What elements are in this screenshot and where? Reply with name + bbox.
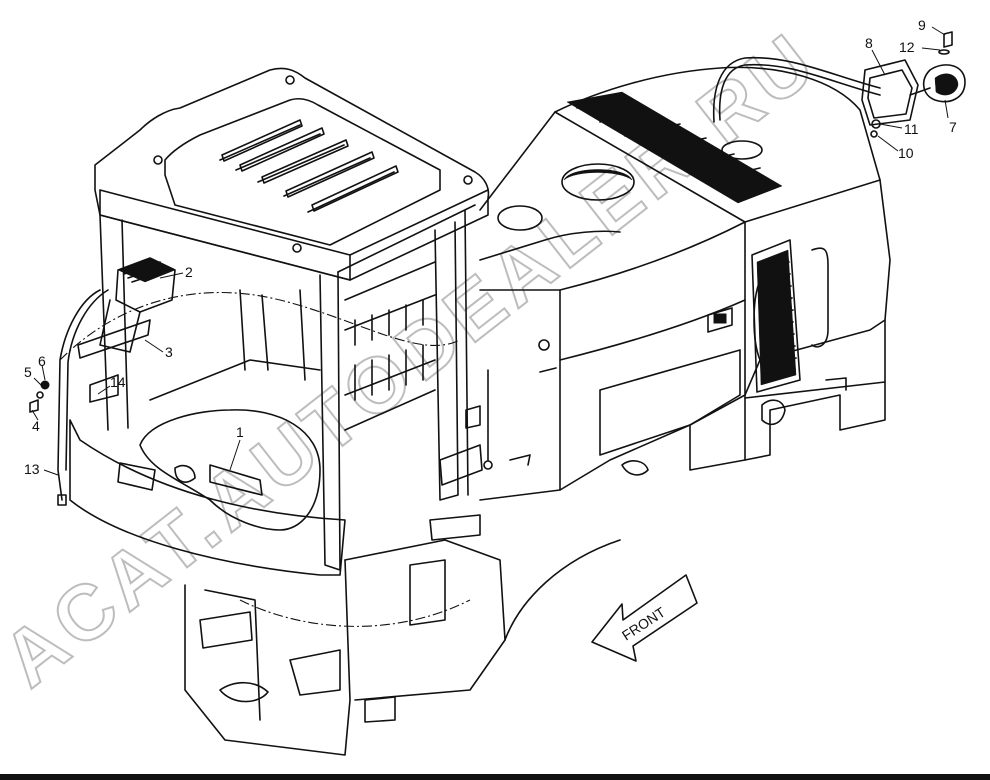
bottom-rule: [0, 774, 990, 780]
front-arrow-label: FRONT: [619, 604, 669, 644]
callout-12: 12: [899, 39, 915, 55]
callout-4: 4: [32, 418, 40, 434]
callout-3: 3: [165, 344, 173, 360]
callout-6: 6: [38, 353, 46, 369]
wiring-harness: [29, 56, 881, 506]
leader-lines: [31, 26, 949, 476]
beacon-assembly: [861, 31, 966, 138]
callout-13: 13: [24, 461, 40, 477]
callout-14: 14: [110, 374, 126, 390]
cab: [59, 67, 493, 576]
engine-hood: [479, 66, 891, 501]
chassis-frame: [184, 514, 621, 756]
front-arrow: FRONT: [591, 574, 698, 662]
callout-1: 1: [236, 424, 244, 440]
callout-2: 2: [185, 264, 193, 280]
callout-10: 10: [898, 145, 914, 161]
callout-5: 5: [24, 364, 32, 380]
callout-11: 11: [904, 121, 919, 137]
callouts: 1 2 3 4 5 6 7 8 9 10 11 12 13 14: [24, 17, 957, 477]
callout-9: 9: [918, 17, 926, 33]
callout-7: 7: [949, 119, 957, 135]
callout-8: 8: [865, 35, 873, 51]
